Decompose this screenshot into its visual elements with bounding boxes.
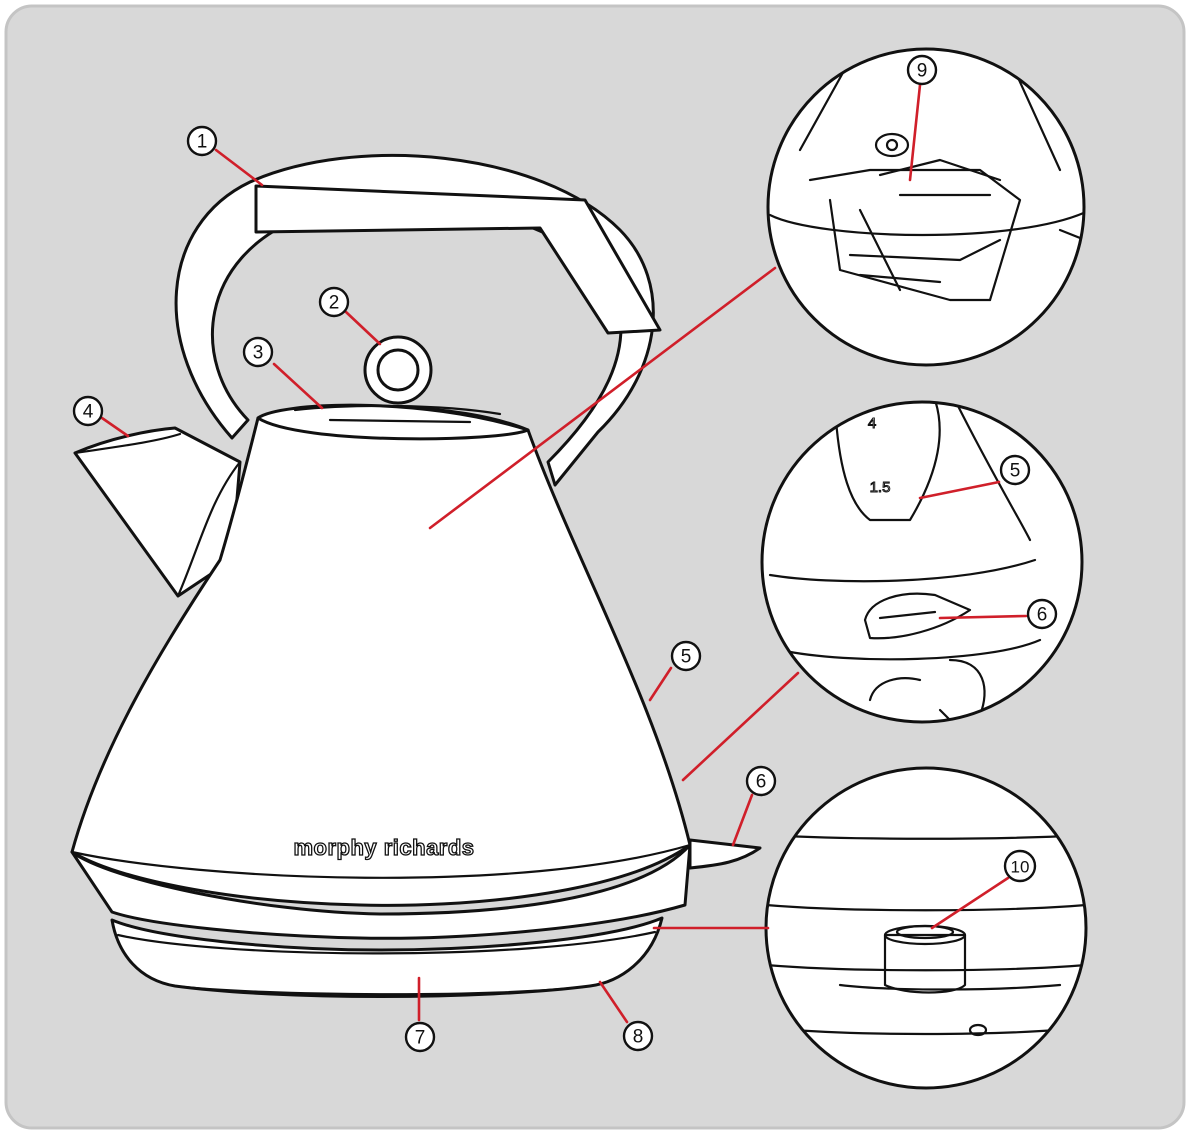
base-foot [173,984,592,996]
leader-lines [100,83,1028,1024]
svg-text:5: 5 [1010,461,1021,482]
callout-5-main: 5 [670,640,702,672]
callout-3: 3 [242,336,274,368]
body-spout-joint [176,460,242,598]
callout-4: 4 [72,395,104,427]
callout-6-inset: 6 [1026,598,1058,630]
lid-knob-ring-inner [376,348,420,392]
brand-logo: morphy richards [293,835,474,860]
svg-text:2: 2 [329,293,340,314]
svg-text:3: 3 [253,343,264,364]
svg-text:7: 7 [415,1028,426,1049]
inset-filter-detail [766,47,1086,367]
kettle-spout [73,426,242,598]
svg-text:10: 10 [1011,858,1030,877]
inset-switch-detail: 4 1.5 [760,400,1084,724]
callout-10: 10 [1003,849,1037,883]
handle-top-grip [254,184,662,335]
body-band [70,843,692,879]
svg-text:6: 6 [756,772,767,793]
svg-text:4: 4 [83,402,94,423]
gauge-mark-upper: 4 [868,415,876,432]
svg-text:8: 8 [633,1027,644,1048]
kettle-illustration: morphy richards [70,153,762,998]
lid-slot [328,418,472,424]
gauge-mark-lower: 1.5 [870,479,891,496]
callout-7: 7 [404,1021,436,1053]
svg-text:1: 1 [197,132,208,153]
callout-9: 9 [906,54,938,86]
inset-base-connector-detail [764,766,1088,1090]
lid-opening [293,404,502,416]
callout-5-inset: 5 [999,454,1031,486]
base-seam [116,930,657,955]
svg-text:6: 6 [1037,605,1048,626]
callout-8: 8 [622,1020,654,1052]
callout-2: 2 [318,286,350,318]
power-switch-lever [688,838,762,870]
callout-6-main: 6 [745,765,777,797]
svg-text:9: 9 [917,61,928,82]
callout-1: 1 [186,125,218,157]
spout-rim [73,432,182,455]
svg-text:5: 5 [681,647,692,668]
